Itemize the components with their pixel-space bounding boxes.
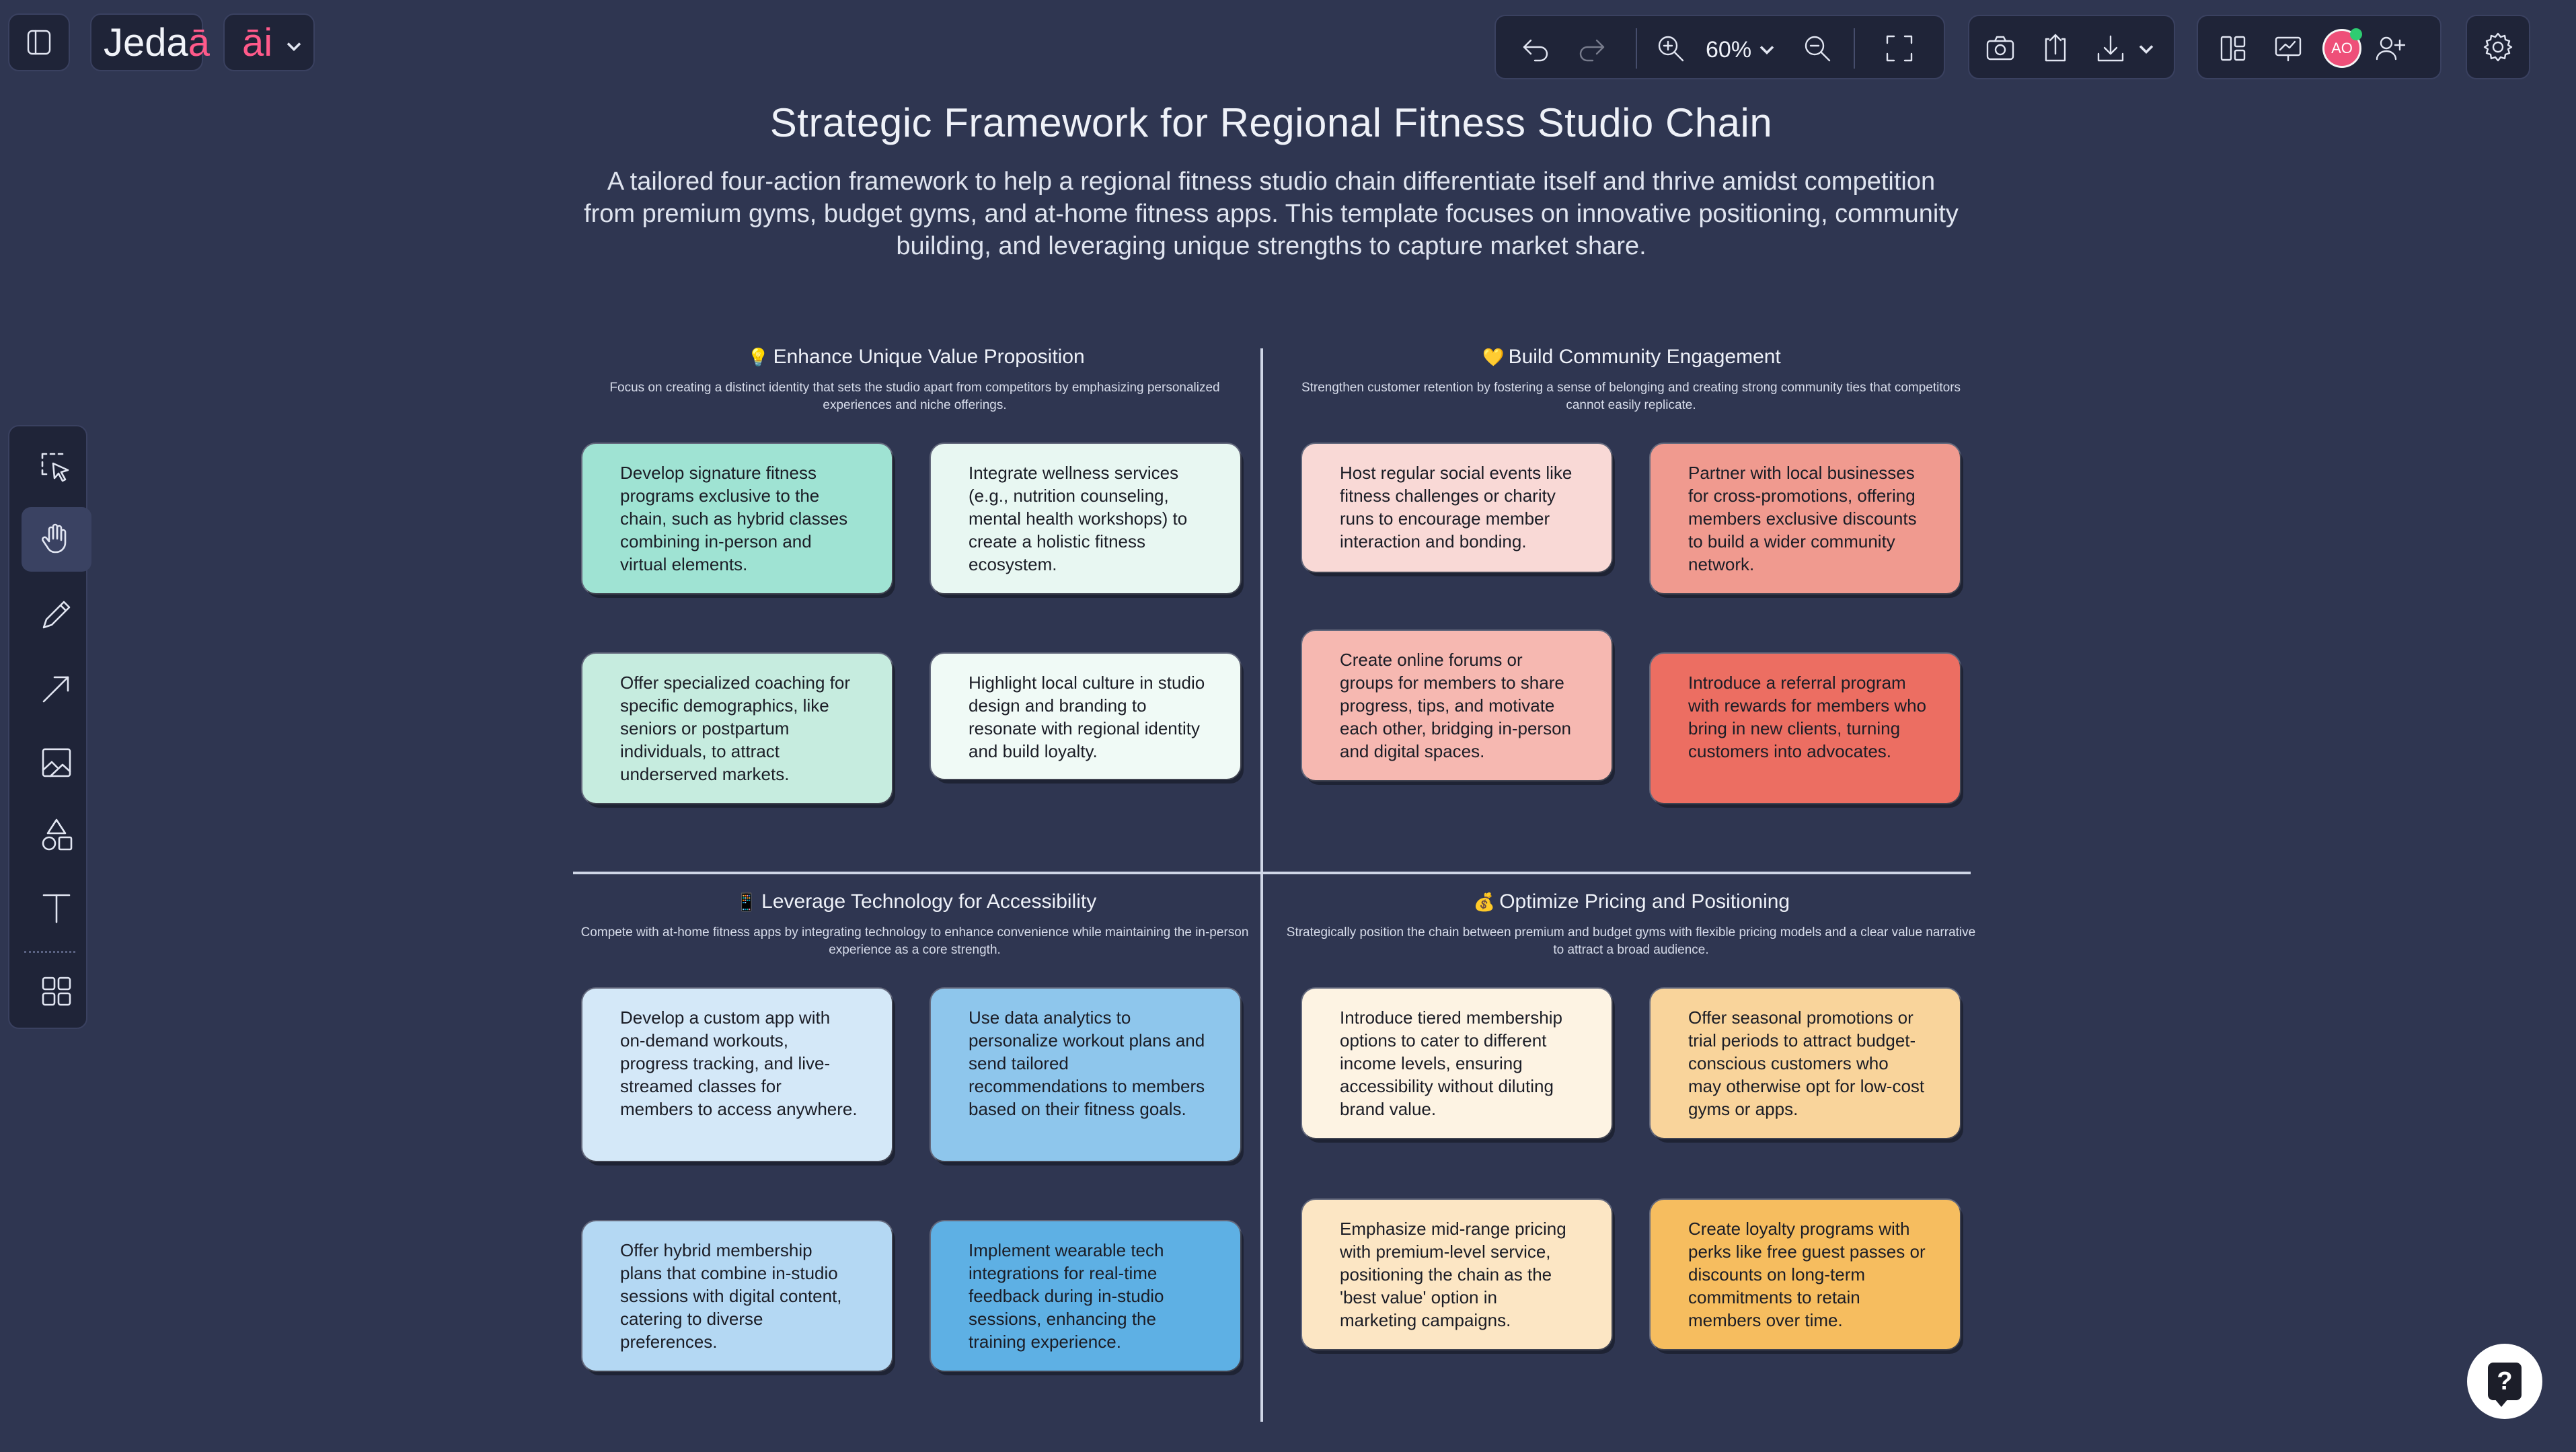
undo-button[interactable] — [1516, 28, 1556, 69]
sticky-note[interactable]: Host regular social events like fitness … — [1302, 444, 1612, 572]
sidebar-icon — [27, 30, 51, 55]
quadrant-description: Compete with at-home fitness apps by int… — [580, 925, 1249, 957]
sticky-note[interactable]: Introduce a referral program with reward… — [1651, 654, 1960, 803]
sticky-note[interactable]: Offer specialized coaching for specific … — [582, 654, 892, 803]
help-button[interactable]: ? — [2467, 1344, 2542, 1419]
sticky-note[interactable]: Introduce tiered membership options to c… — [1302, 989, 1612, 1138]
app-logo[interactable]: Jedaā — [90, 13, 210, 71]
zoom-level-dropdown[interactable]: 60% — [1706, 34, 1777, 66]
chevron-down-icon — [287, 42, 301, 52]
zoom-in-button[interactable] — [1651, 28, 1691, 69]
sticky-note[interactable]: Integrate wellness services (e.g., nutri… — [931, 444, 1240, 593]
quadrant-title: 📱 Leverage Technology for Accessibility — [735, 890, 1097, 913]
quadrant-divider-horizontal — [573, 872, 1971, 874]
sticky-note[interactable]: Partner with local businesses for cross-… — [1651, 444, 1960, 593]
sticky-note[interactable]: Offer hybrid membership plans that combi… — [582, 1221, 892, 1371]
quadrant-description: Strengthen customer retention by fosteri… — [1301, 381, 1961, 412]
avatar-initials: AO — [2331, 40, 2353, 56]
image-tool[interactable] — [22, 730, 91, 795]
sticky-note[interactable]: Create online forums or groups for membe… — [1302, 631, 1612, 780]
money-bag-icon: 💰 — [1473, 892, 1496, 912]
avatar[interactable]: AO — [2324, 28, 2362, 66]
sticky-note[interactable]: Develop a custom app with on-demand work… — [582, 989, 892, 1161]
quadrant-title: 💰 Optimize Pricing and Positioning — [1473, 890, 1790, 913]
upload-icon — [2045, 34, 2066, 62]
sticky-note[interactable]: Develop signature fitness programs exclu… — [582, 444, 892, 593]
screenshot-button[interactable] — [1980, 28, 2020, 69]
sticky-note[interactable]: Highlight local culture in studio design… — [931, 654, 1240, 779]
layout-icon — [2220, 36, 2246, 61]
download-icon — [2097, 35, 2124, 62]
phone-icon: 📱 — [735, 892, 758, 912]
settings-button[interactable] — [2466, 15, 2530, 79]
fit-to-screen-button[interactable] — [1879, 28, 1920, 69]
quadrant-title: 💡 Enhance Unique Value Proposition — [747, 346, 1085, 368]
history-zoom-toolbar: 60% — [1494, 15, 1945, 79]
quadrant-description: Focus on creating a distinct identity th… — [609, 381, 1220, 412]
zoom-level: 60% — [1706, 36, 1752, 63]
logo-accent: ā — [188, 21, 211, 65]
help-icon: ? — [2488, 1363, 2522, 1407]
zoom-in-icon — [1658, 36, 1684, 62]
lightbulb-icon: 💡 — [747, 347, 769, 367]
shapes-icon — [42, 818, 73, 851]
sticky-note[interactable]: Emphasize mid-range pricing with premium… — [1302, 1200, 1612, 1349]
fullscreen-icon — [1886, 35, 1913, 62]
gear-icon — [2483, 32, 2513, 62]
pencil-tool[interactable] — [22, 582, 91, 647]
quadrant-divider-vertical — [1260, 348, 1263, 1422]
page-title: Strategic Framework for Regional Fitness… — [769, 100, 1773, 145]
hand-tool[interactable] — [22, 507, 91, 572]
logo-text: Jeda — [104, 21, 188, 65]
sticky-note[interactable]: Implement wearable tech integrations for… — [931, 1221, 1240, 1371]
image-icon — [42, 748, 71, 777]
redo-icon — [1579, 39, 1605, 62]
chevron-down-icon — [1759, 46, 1774, 55]
download-button[interactable] — [2090, 28, 2131, 69]
text-icon — [42, 894, 71, 923]
text-tool[interactable] — [22, 876, 91, 940]
hand-icon — [42, 523, 67, 553]
heart-icon: 💛 — [1482, 347, 1505, 367]
camera-icon — [1986, 36, 2014, 61]
ai-menu-button[interactable]: āi — [223, 13, 315, 71]
quadrant-description: Strategically position the chain between… — [1286, 925, 1976, 957]
ai-label: āi — [242, 21, 273, 65]
sticky-note[interactable]: Use data analytics to personalize workou… — [931, 989, 1240, 1161]
zoom-out-icon — [1805, 36, 1831, 62]
undo-icon — [1523, 39, 1548, 62]
add-user-icon — [2376, 36, 2406, 61]
grid-icon — [42, 977, 71, 1006]
chevron-down-icon[interactable] — [2136, 39, 2156, 59]
page-subtitle: A tailored four-action framework to help… — [584, 167, 1959, 260]
arrow-icon — [42, 676, 69, 703]
select-tool[interactable] — [22, 436, 91, 500]
invite-user-button[interactable] — [2370, 28, 2411, 69]
redo-button[interactable] — [1571, 28, 1612, 69]
select-icon — [41, 453, 69, 482]
presentation-icon — [2275, 36, 2302, 62]
upload-button[interactable] — [2035, 28, 2076, 69]
sidebar-toggle-button[interactable] — [8, 13, 70, 71]
present-button[interactable] — [2268, 28, 2308, 69]
tool-rail — [8, 425, 91, 1029]
tool-divider — [24, 951, 75, 953]
templates-tool[interactable] — [22, 959, 91, 1024]
export-toolbar — [1968, 15, 2175, 79]
collab-toolbar: AO — [2197, 15, 2441, 79]
sticky-note[interactable]: Offer seasonal promotions or trial perio… — [1651, 989, 1960, 1138]
zoom-out-button[interactable] — [1797, 28, 1838, 69]
online-status-dot — [2350, 28, 2362, 40]
arrow-tool[interactable] — [22, 656, 91, 721]
quadrant-title: 💛 Build Community Engagement — [1482, 346, 1781, 368]
shapes-tool[interactable] — [22, 803, 91, 868]
sticky-note[interactable]: Create loyalty programs with perks like … — [1651, 1200, 1960, 1349]
pencil-icon — [42, 601, 71, 629]
layout-button[interactable] — [2213, 28, 2253, 69]
